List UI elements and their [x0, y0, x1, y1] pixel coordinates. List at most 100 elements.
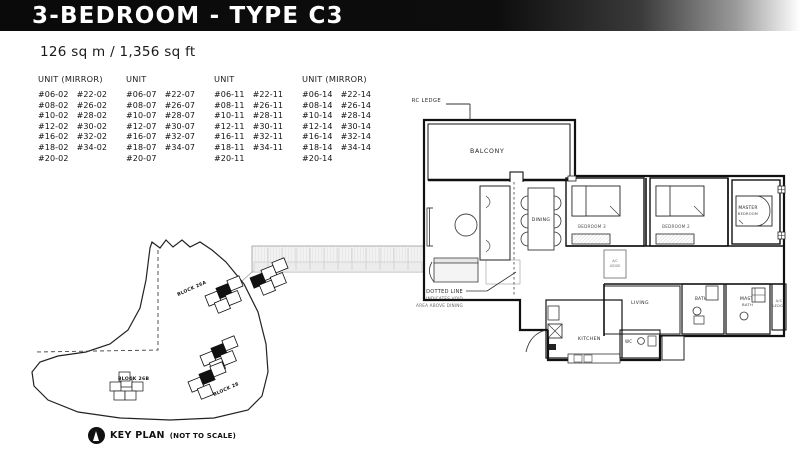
keyplan-caption: KEY PLAN (NOT TO SCALE)	[88, 427, 236, 444]
unit-number: #30-07	[164, 121, 196, 131]
unit-number: #08-02	[38, 100, 69, 110]
rc-ledge-annotation: RC LEDGE	[412, 98, 471, 120]
unit-number: #30-14	[340, 121, 372, 131]
unit-column-07: UNIT #06-07 #08-07 #10-07 #12-07 #16-07 …	[126, 74, 214, 164]
dining-room: DINING	[520, 187, 562, 251]
unit-number: #22-14	[340, 90, 372, 99]
unit-number: #10-14	[302, 111, 333, 121]
unit-number: #28-14	[340, 111, 372, 121]
unit-number: #34-07	[164, 142, 196, 152]
kitchen: KITCHEN	[545, 299, 623, 364]
unit-number: #06-11	[214, 90, 245, 99]
unit-number: #32-11	[252, 132, 284, 142]
bedroom-3: BEDROOM 3	[565, 175, 645, 247]
svg-text:BEDROOM: BEDROOM	[738, 212, 758, 216]
svg-text:WC: WC	[625, 339, 632, 344]
unit-number: #16-02	[38, 132, 69, 142]
unit-column-11: UNIT #06-11 #08-11 #10-11 #12-11 #16-11 …	[214, 74, 302, 164]
unit-column-mirror-02: UNIT (MIRROR) #06-02 #08-02 #10-02 #12-0…	[38, 74, 126, 164]
unit-number: #12-07	[126, 121, 157, 131]
unit-number: #28-11	[252, 111, 284, 121]
unit-list-left: #06-07 #08-07 #10-07 #12-07 #16-07 #18-0…	[126, 90, 157, 164]
unit-list-right: #22-14 #26-14 #28-14 #30-14 #32-14 #34-1…	[341, 90, 372, 164]
svg-text:A/C: A/C	[612, 259, 618, 263]
unit-number: #10-02	[38, 111, 69, 121]
unit-number: #10-07	[126, 111, 157, 121]
unit-number: #20-07	[126, 153, 157, 163]
svg-text:LEDGE: LEDGE	[772, 304, 786, 308]
interior-walls	[566, 178, 784, 336]
page-title: 3-BEDROOM - TYPE C3	[32, 3, 344, 29]
unit-number: #20-14	[302, 153, 333, 163]
unit-column-heading: UNIT	[214, 74, 235, 84]
unit-number: #06-02	[38, 90, 69, 99]
svg-text:KITCHEN: KITCHEN	[578, 336, 601, 342]
unit-number: #26-07	[164, 100, 196, 110]
svg-text:MASTER: MASTER	[738, 205, 757, 211]
unit-list-right: #22-07 #26-07 #28-07 #30-07 #32-07 #34-0…	[165, 90, 196, 164]
unit-number: #18-02	[38, 142, 69, 152]
unit-number: #08-07	[126, 100, 157, 110]
unit-number: #20-02	[38, 153, 69, 163]
wc-room: WC	[619, 329, 661, 359]
unit-column-mirror-14: UNIT (MIRROR) #06-14 #08-14 #10-14 #12-1…	[302, 74, 390, 164]
keyplan-block-28: BLOCK 28	[187, 335, 240, 400]
unit-column-heading: UNIT (MIRROR)	[302, 74, 367, 84]
unit-number: #12-14	[302, 121, 333, 131]
svg-text:A/C: A/C	[776, 299, 783, 303]
header-bar: 3-BEDROOM - TYPE C3	[0, 0, 800, 31]
svg-text:LEDGE: LEDGE	[610, 264, 621, 268]
unit-list-left: #06-11 #08-11 #10-11 #12-11 #16-11 #18-1…	[214, 90, 245, 164]
unit-list-left: #06-14 #08-14 #10-14 #12-14 #16-14 #18-1…	[302, 90, 333, 164]
unit-number: #30-02	[76, 121, 108, 131]
dotted-line-annotation: DOTTED LINE INDICATES VOID AREA ABOVE DI…	[416, 271, 517, 308]
dotted-line-label-1: DOTTED LINE	[426, 289, 463, 295]
unit-number: #22-07	[164, 90, 196, 99]
svg-text:LIVING: LIVING	[631, 300, 649, 306]
unit-number: #16-14	[302, 132, 333, 142]
svg-text:BATH: BATH	[695, 296, 707, 301]
dotted-line-label-2: INDICATES VOID	[426, 296, 463, 301]
unit-number: #06-07	[126, 90, 157, 99]
unit-number: #26-11	[252, 100, 284, 110]
entry-hallway	[525, 329, 685, 361]
unit-number: #32-14	[340, 132, 372, 142]
unit-number: #34-02	[76, 142, 108, 152]
keyplan-block-26a: BLOCK 26A	[176, 257, 289, 314]
unit-number: #28-02	[76, 111, 108, 121]
unit-number: #16-07	[126, 132, 157, 142]
master-bath: MASTER BATH	[725, 283, 771, 335]
keyplan-block-label: BLOCK 28	[212, 381, 240, 398]
svg-text:MASTER: MASTER	[740, 296, 760, 302]
unit-number: #26-02	[76, 100, 108, 110]
living-room: LIVING	[603, 285, 681, 335]
unit-number: #12-11	[214, 121, 245, 131]
unit-number: #30-11	[252, 121, 284, 131]
keyplan-block-label: BLOCK 26B	[118, 376, 149, 382]
link-corridor	[231, 245, 425, 291]
master-bedroom: MASTER BEDROOM	[731, 179, 786, 245]
unit-number: #22-11	[252, 90, 284, 99]
living-room-area	[426, 182, 570, 298]
unit-list-right: #22-02 #26-02 #28-02 #30-02 #32-02 #34-0…	[77, 90, 108, 164]
keyplan-title: KEY PLAN	[110, 430, 165, 441]
unit-number: #16-11	[214, 132, 245, 142]
apartment-outline	[422, 118, 786, 362]
bath-room: BATH	[681, 283, 725, 335]
north-arrow-icon	[88, 427, 105, 444]
unit-number: #18-14	[302, 142, 333, 152]
key-plan-diagram: BLOCK 26A BLOCK 28	[31, 239, 289, 421]
unit-number: #32-02	[76, 132, 108, 142]
bedroom-2: BEDROOM 2	[649, 177, 729, 247]
unit-number-columns: UNIT (MIRROR) #06-02 #08-02 #10-02 #12-0…	[38, 74, 390, 164]
unit-number: #28-07	[164, 111, 196, 121]
unit-number: #08-14	[302, 100, 333, 110]
dotted-line-label-3: AREA ABOVE DINING	[416, 303, 463, 308]
unit-number: #18-11	[214, 142, 245, 152]
svg-text:DINING: DINING	[532, 217, 551, 223]
svg-text:BALCONY: BALCONY	[470, 148, 504, 155]
unit-number: #12-02	[38, 121, 69, 131]
unit-list-right: #22-11 #26-11 #28-11 #30-11 #32-11 #34-1…	[253, 90, 284, 164]
unit-number: #20-11	[214, 153, 245, 163]
